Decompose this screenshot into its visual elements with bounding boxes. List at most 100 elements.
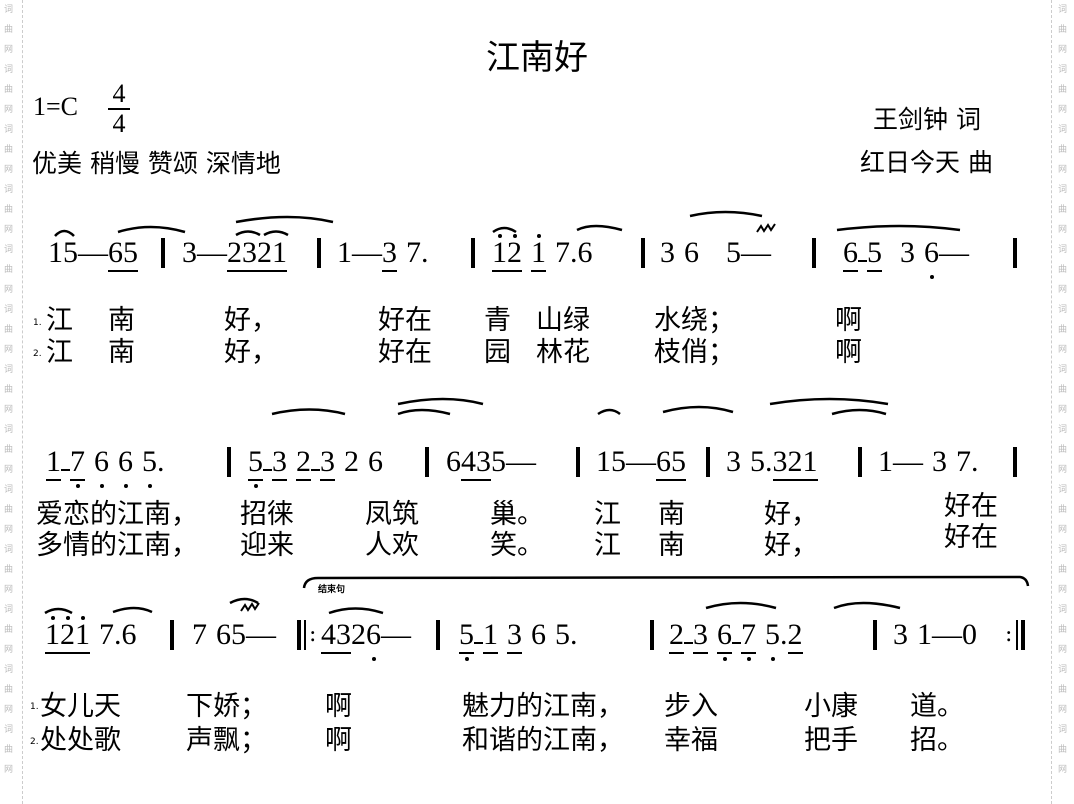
note: 3	[320, 445, 335, 481]
lyric-verse-2: 和谐的江南，	[462, 725, 624, 756]
note: 5	[231, 618, 246, 651]
note: 3	[900, 236, 915, 269]
note-space	[61, 469, 70, 471]
lyric-verse-2: 好，	[224, 337, 278, 368]
note: 1	[802, 445, 818, 481]
note-extension: —	[78, 236, 108, 269]
slur	[271, 408, 346, 416]
note-space	[311, 469, 320, 471]
lyric-verse-2: 江	[594, 530, 621, 561]
note-space	[474, 642, 483, 644]
note-extension: —	[352, 236, 382, 269]
lyric-verse-1: 好在	[378, 305, 432, 336]
note: 5	[491, 445, 506, 478]
note: 2	[507, 234, 522, 272]
note: 2	[227, 236, 242, 272]
note: 6	[366, 618, 381, 661]
measure: 15—65	[48, 236, 138, 272]
note: 6	[108, 236, 123, 272]
barline	[161, 238, 165, 268]
slur	[44, 607, 73, 615]
lyric-verse-2: 林花	[536, 337, 590, 368]
slur	[836, 224, 961, 232]
barline	[1013, 447, 1017, 477]
verse-number: 1.	[30, 702, 39, 712]
lyric-verse-2: 幸福	[664, 725, 718, 756]
note: 1	[878, 445, 893, 478]
barline	[650, 620, 654, 650]
note: 3	[772, 445, 788, 481]
slur	[229, 597, 259, 605]
note-space	[858, 260, 867, 262]
note: 3	[726, 445, 741, 478]
note-space	[684, 642, 693, 644]
note: 6	[94, 445, 109, 488]
mordent-icon	[240, 602, 260, 612]
lyric-verse-1: 招徕	[240, 499, 294, 530]
dotted-note: .	[157, 445, 165, 478]
note-extension: —	[197, 236, 227, 269]
note: 4	[321, 618, 336, 654]
slur	[397, 408, 451, 416]
lyric-verse-1: 女儿天	[40, 691, 121, 722]
measure: 6435—	[446, 445, 536, 481]
note: 6	[368, 445, 383, 478]
lyric-verse-1: 小康	[804, 691, 858, 722]
slur	[112, 606, 153, 614]
note-space	[263, 469, 272, 471]
slur	[769, 397, 889, 406]
note: 6	[118, 445, 133, 488]
time-signature-top: 4	[112, 79, 126, 108]
repeat-start-thin	[304, 620, 306, 650]
note: 6	[577, 236, 593, 269]
note: 2	[787, 618, 803, 654]
note: 2	[351, 618, 366, 651]
time-signature-bottom: 4	[108, 108, 130, 138]
note: 1	[46, 445, 61, 481]
barline	[317, 238, 321, 268]
note: 3	[693, 618, 708, 654]
slur	[705, 601, 777, 610]
composer-credit: 红日今天 曲	[860, 148, 993, 177]
lyric-verse-1: 啊	[325, 691, 352, 722]
measure: 15—65	[596, 445, 686, 481]
dotted-note: .	[780, 618, 788, 651]
note: 6	[684, 236, 699, 269]
barline	[227, 447, 231, 477]
repeat-start-thick	[297, 620, 301, 650]
lyric-verse-1: 山绿	[536, 305, 590, 336]
note: 5	[867, 236, 882, 272]
note-extension: —	[246, 618, 276, 651]
lyric-verse-2: 声飘；	[186, 725, 267, 756]
lyric-verse-2: 江	[46, 337, 73, 368]
note: 5	[123, 236, 138, 272]
slur	[397, 397, 484, 406]
slur	[662, 405, 734, 414]
dotted-note: .	[765, 445, 773, 478]
lyric-verse-2: 枝俏；	[654, 337, 735, 368]
note: 2	[787, 445, 803, 481]
dotted-note: .	[114, 618, 122, 651]
note: 7	[956, 445, 971, 478]
note: 5	[142, 445, 157, 488]
barline	[812, 238, 816, 268]
lyric-verse-2: 南	[658, 530, 685, 561]
lyric-verse-1: 步入	[664, 691, 718, 722]
barline	[858, 447, 862, 477]
note: 1	[337, 236, 352, 269]
lyric-verse-1: 青	[484, 305, 511, 336]
lyric-verse-1: 好，	[764, 499, 818, 530]
dotted-note: .	[570, 236, 578, 269]
note: 6	[656, 445, 671, 481]
note-extension: —	[893, 445, 923, 478]
note: 2	[60, 616, 75, 654]
